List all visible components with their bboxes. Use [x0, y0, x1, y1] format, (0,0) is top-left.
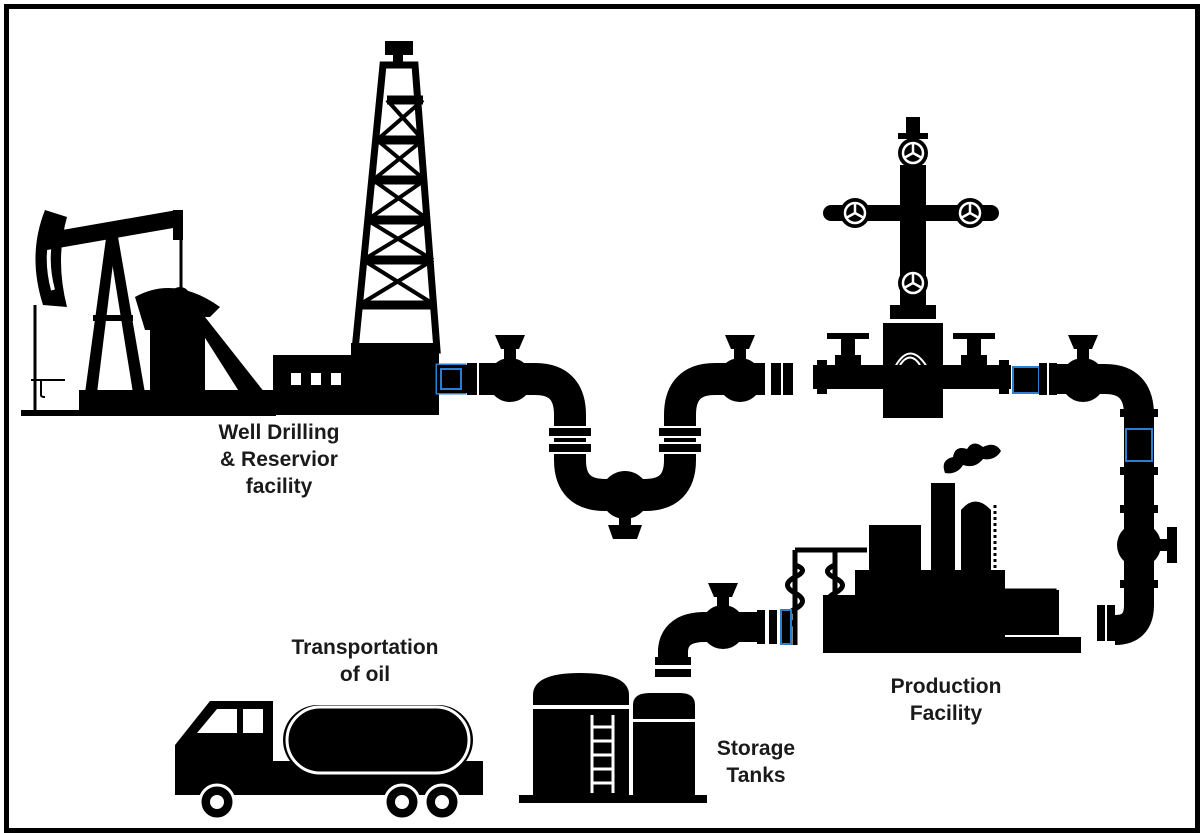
- transport-label-line-2: of oil: [339, 663, 391, 686]
- transportation-label: Transportation of oil: [275, 634, 455, 688]
- pumpjack-icon: [21, 210, 276, 416]
- oil-supply-chain-illustration: [21, 41, 1177, 821]
- pipeline-storage-icon: [655, 583, 792, 677]
- production-label-line-2: Facility: [909, 702, 983, 725]
- pipeline-v-icon: [435, 335, 793, 539]
- production-facility-label: Production Facility: [871, 673, 1021, 727]
- storage-tanks-label: Storage Tanks: [701, 735, 811, 789]
- well-drilling-label: Well Drilling & Reservior facility: [199, 419, 359, 500]
- wellhead-icon: [813, 117, 1011, 418]
- diagram-frame: Well Drilling & Reservior facility Trans…: [4, 4, 1200, 833]
- storage-label-line-1: Storage: [716, 737, 796, 760]
- production-facility-icon: [785, 443, 1081, 653]
- oil-truck-icon: [175, 701, 483, 821]
- drilling-rig-icon: [273, 41, 441, 415]
- pipeline-right-icon: [1012, 335, 1177, 645]
- production-label-line-1: Production: [890, 675, 1002, 698]
- storage-label-line-2: Tanks: [726, 764, 786, 787]
- well-label-line-3: facility: [245, 475, 313, 498]
- well-label-line-1: Well Drilling: [218, 421, 340, 444]
- transport-label-line-1: Transportation: [291, 636, 439, 659]
- well-label-line-2: & Reservior: [220, 448, 338, 471]
- storage-tanks-icon: [519, 673, 707, 803]
